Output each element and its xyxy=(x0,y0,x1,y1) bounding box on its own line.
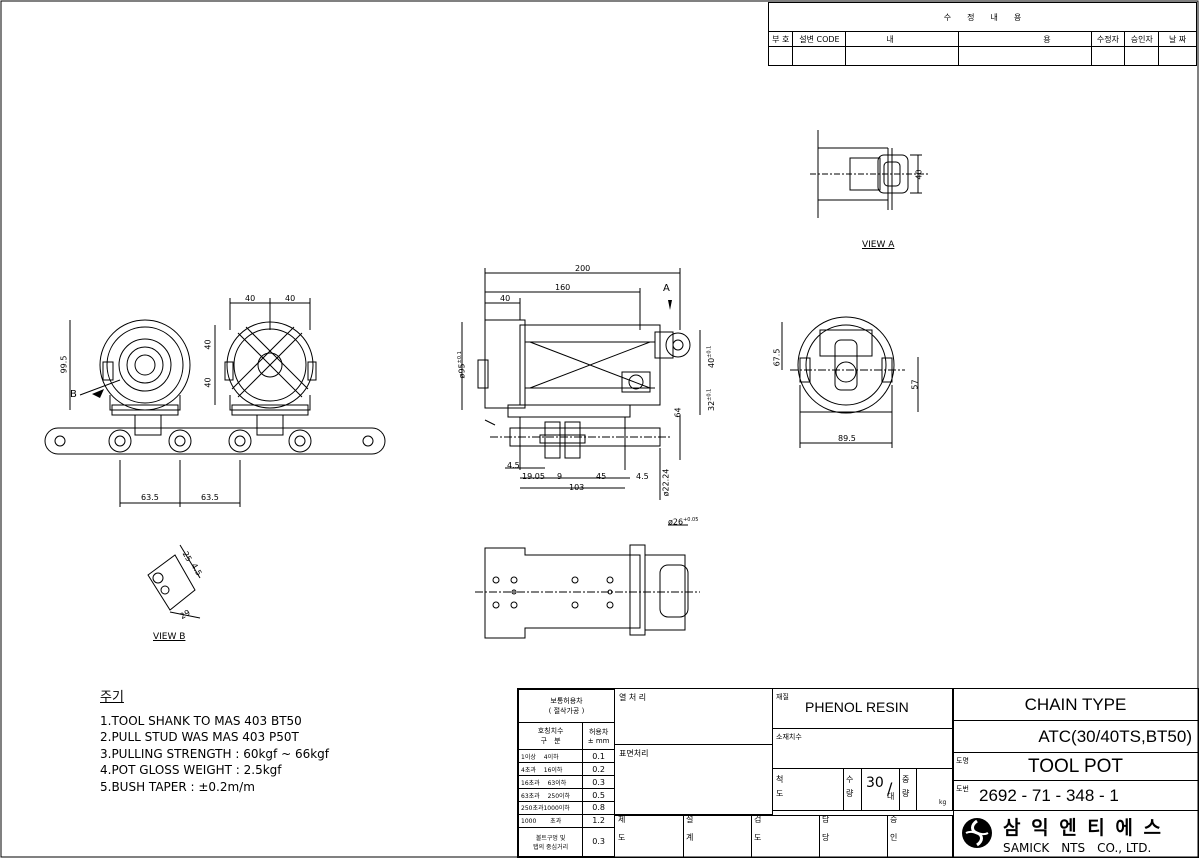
note-3: 3.PULLING STRENGTH : 60kgf ~ 66kgf xyxy=(100,746,330,761)
tol-row-5-val: 0.8 xyxy=(582,801,615,815)
tol-row-5-range: 250초과1000이하 xyxy=(517,801,584,815)
stock-size-label: 소재치수 xyxy=(773,729,953,769)
front-view-drawing xyxy=(44,298,386,507)
side-dim-4-5b: 4.5 xyxy=(636,472,649,481)
company-name-english: SAMICK NTS CO., LTD. xyxy=(1003,841,1152,855)
tol-header: 보통허용차 xyxy=(550,697,583,706)
front-dim-6: 63.5 xyxy=(141,493,159,502)
tol-col2: 허용차 xyxy=(588,728,609,737)
sign-approved: 승 인 xyxy=(890,815,898,842)
bolt-value: 0.3 xyxy=(582,826,615,858)
sign-drafted: 제 도 xyxy=(618,815,626,842)
notes-title: 주기 xyxy=(100,690,124,705)
view-a-dim: 40 xyxy=(914,169,924,180)
side-dim-45: 45 xyxy=(596,472,607,481)
side-dim-200: 200 xyxy=(575,264,591,273)
side-dim-9: 9 xyxy=(557,472,563,481)
side-dim-103: 103 xyxy=(569,483,585,492)
signature-row: 제 도 설 계 검 도 담 당 승 인 xyxy=(615,815,953,857)
scale-denominator: 대 xyxy=(887,792,895,801)
drawing-number-label: 도번 xyxy=(956,785,969,793)
revision-table: 수 정 내 용 부 호 설변 CODE 내 용 수정자 승인자 날 짜 xyxy=(767,2,1197,66)
tol-row-4-val: 0.5 xyxy=(582,788,615,802)
title-atc: ATC(30/40TS,BT50) xyxy=(953,721,1198,753)
tol-unit: ± mm xyxy=(587,737,610,746)
side-dim-160: 160 xyxy=(555,283,571,292)
b-marker: B xyxy=(70,389,77,400)
view-a-drawing xyxy=(810,130,930,218)
end-dim-57: 57 xyxy=(910,379,920,390)
front-dim-3: 40 xyxy=(203,339,213,350)
front-dim-5: 99.5 xyxy=(59,355,69,374)
side-dim-4-5a: 4.5 xyxy=(507,461,520,470)
bolt-label: 볼트구멍 및 탭의 중심거리 xyxy=(517,826,584,858)
front-dim-2: 40 xyxy=(285,294,296,303)
end-dim-67-5: 67.5 xyxy=(772,348,782,367)
note-1: 1.TOOL SHANK TO MAS 403 BT50 xyxy=(100,713,302,728)
tol-sub: ( 절삭가공 ) xyxy=(548,707,585,716)
tol-row-6-val: 1.2 xyxy=(582,813,615,828)
tol-row-1-range: 1이상 4이하 xyxy=(517,749,584,764)
company-logo-icon xyxy=(962,818,992,848)
end-dim-89-5: 89.5 xyxy=(838,434,856,443)
scale-value: 30 xyxy=(866,775,884,791)
end-view-drawing xyxy=(781,316,919,448)
scale-label: 척 도 xyxy=(776,775,784,798)
tol-row-4-range: 63초과 250이하 xyxy=(517,788,584,802)
surface-label: 표면처리 xyxy=(615,745,773,815)
sign-checked: 검 도 xyxy=(754,815,762,842)
tol-row-2-range: 4초과 16이하 xyxy=(517,762,584,777)
view-a-label: VIEW A xyxy=(862,240,895,250)
top-view-drawing xyxy=(475,524,700,639)
drawing-name: TOOL POT xyxy=(1027,756,1124,777)
company-name-korean: 삼 익 엔 티 에 스 xyxy=(1003,817,1163,839)
side-dim-22-24: ø22.24 xyxy=(661,468,671,497)
side-dim-19-05: 19.05 xyxy=(522,472,545,481)
top-dim-26: ø26+0.05 xyxy=(668,517,699,527)
side-dim-64: 64 xyxy=(673,407,683,418)
scale-slash: / xyxy=(887,779,893,798)
tolerance-table: 보통허용차 ( 절삭가공 ) 호칭치수 구 분 허용차 ± mm 1이상 4이하… xyxy=(517,688,615,858)
tol-row-6-range: 1000 초과 xyxy=(517,813,584,828)
note-4: 4.POT GLOSS WEIGHT : 2.5kgf xyxy=(100,763,282,777)
drawing-number: 2692 - 71 - 348 - 1 xyxy=(979,786,1119,805)
side-dim-95: ø95±0.1 xyxy=(456,351,467,379)
note-5: 5.BUSH TAPER : ±0.2m/m xyxy=(100,779,255,794)
side-view-drawing xyxy=(461,268,701,500)
tol-row-3-val: 0.3 xyxy=(582,775,615,790)
drawing-name-label: 도명 xyxy=(956,757,969,765)
notes-block: 주기 1.TOOL SHANK TO MAS 403 BT50 2.PULL S… xyxy=(100,690,329,795)
tol-row-1-val: 0.1 xyxy=(582,749,615,764)
front-dim-1: 40 xyxy=(245,294,256,303)
note-2: 2.PULL STUD WAS MAS 403 P50T xyxy=(100,730,299,744)
title-chain-type: CHAIN TYPE xyxy=(953,689,1198,721)
heat-treat-label: 열 처 리 xyxy=(615,689,773,745)
view-b-drawing xyxy=(147,544,201,619)
tol-col1: 호칭치수 구 분 xyxy=(517,722,584,751)
tol-row-3-range: 16초과 63이하 xyxy=(517,775,584,790)
side-dim-40b: 40±0.1 xyxy=(706,345,716,368)
side-dim-40: 40 xyxy=(500,294,511,303)
view-b-label: VIEW B xyxy=(153,632,186,642)
weight-unit: kg xyxy=(939,799,947,806)
a-marker: A xyxy=(663,283,670,294)
tol-row-2-val: 0.2 xyxy=(582,762,615,777)
side-dim-32: 32±0.1 xyxy=(706,388,716,411)
material-label: 재질 xyxy=(776,693,789,701)
sign-designed: 설 계 xyxy=(686,815,694,842)
weight-label: 중 량 xyxy=(902,775,910,798)
sign-charge: 담 당 xyxy=(822,815,830,842)
company-block: 삼 익 엔 티 에 스 SAMICK NTS CO., LTD. xyxy=(953,811,1198,857)
material-value: PHENOL RESIN xyxy=(805,699,909,715)
qty-label: 수 량 xyxy=(846,775,854,798)
title-block: 보통허용차 ( 절삭가공 ) 호칭치수 구 분 허용차 ± mm 1이상 4이하… xyxy=(517,688,1199,858)
front-dim-7: 63.5 xyxy=(201,493,219,502)
front-dim-4: 40 xyxy=(203,377,213,388)
